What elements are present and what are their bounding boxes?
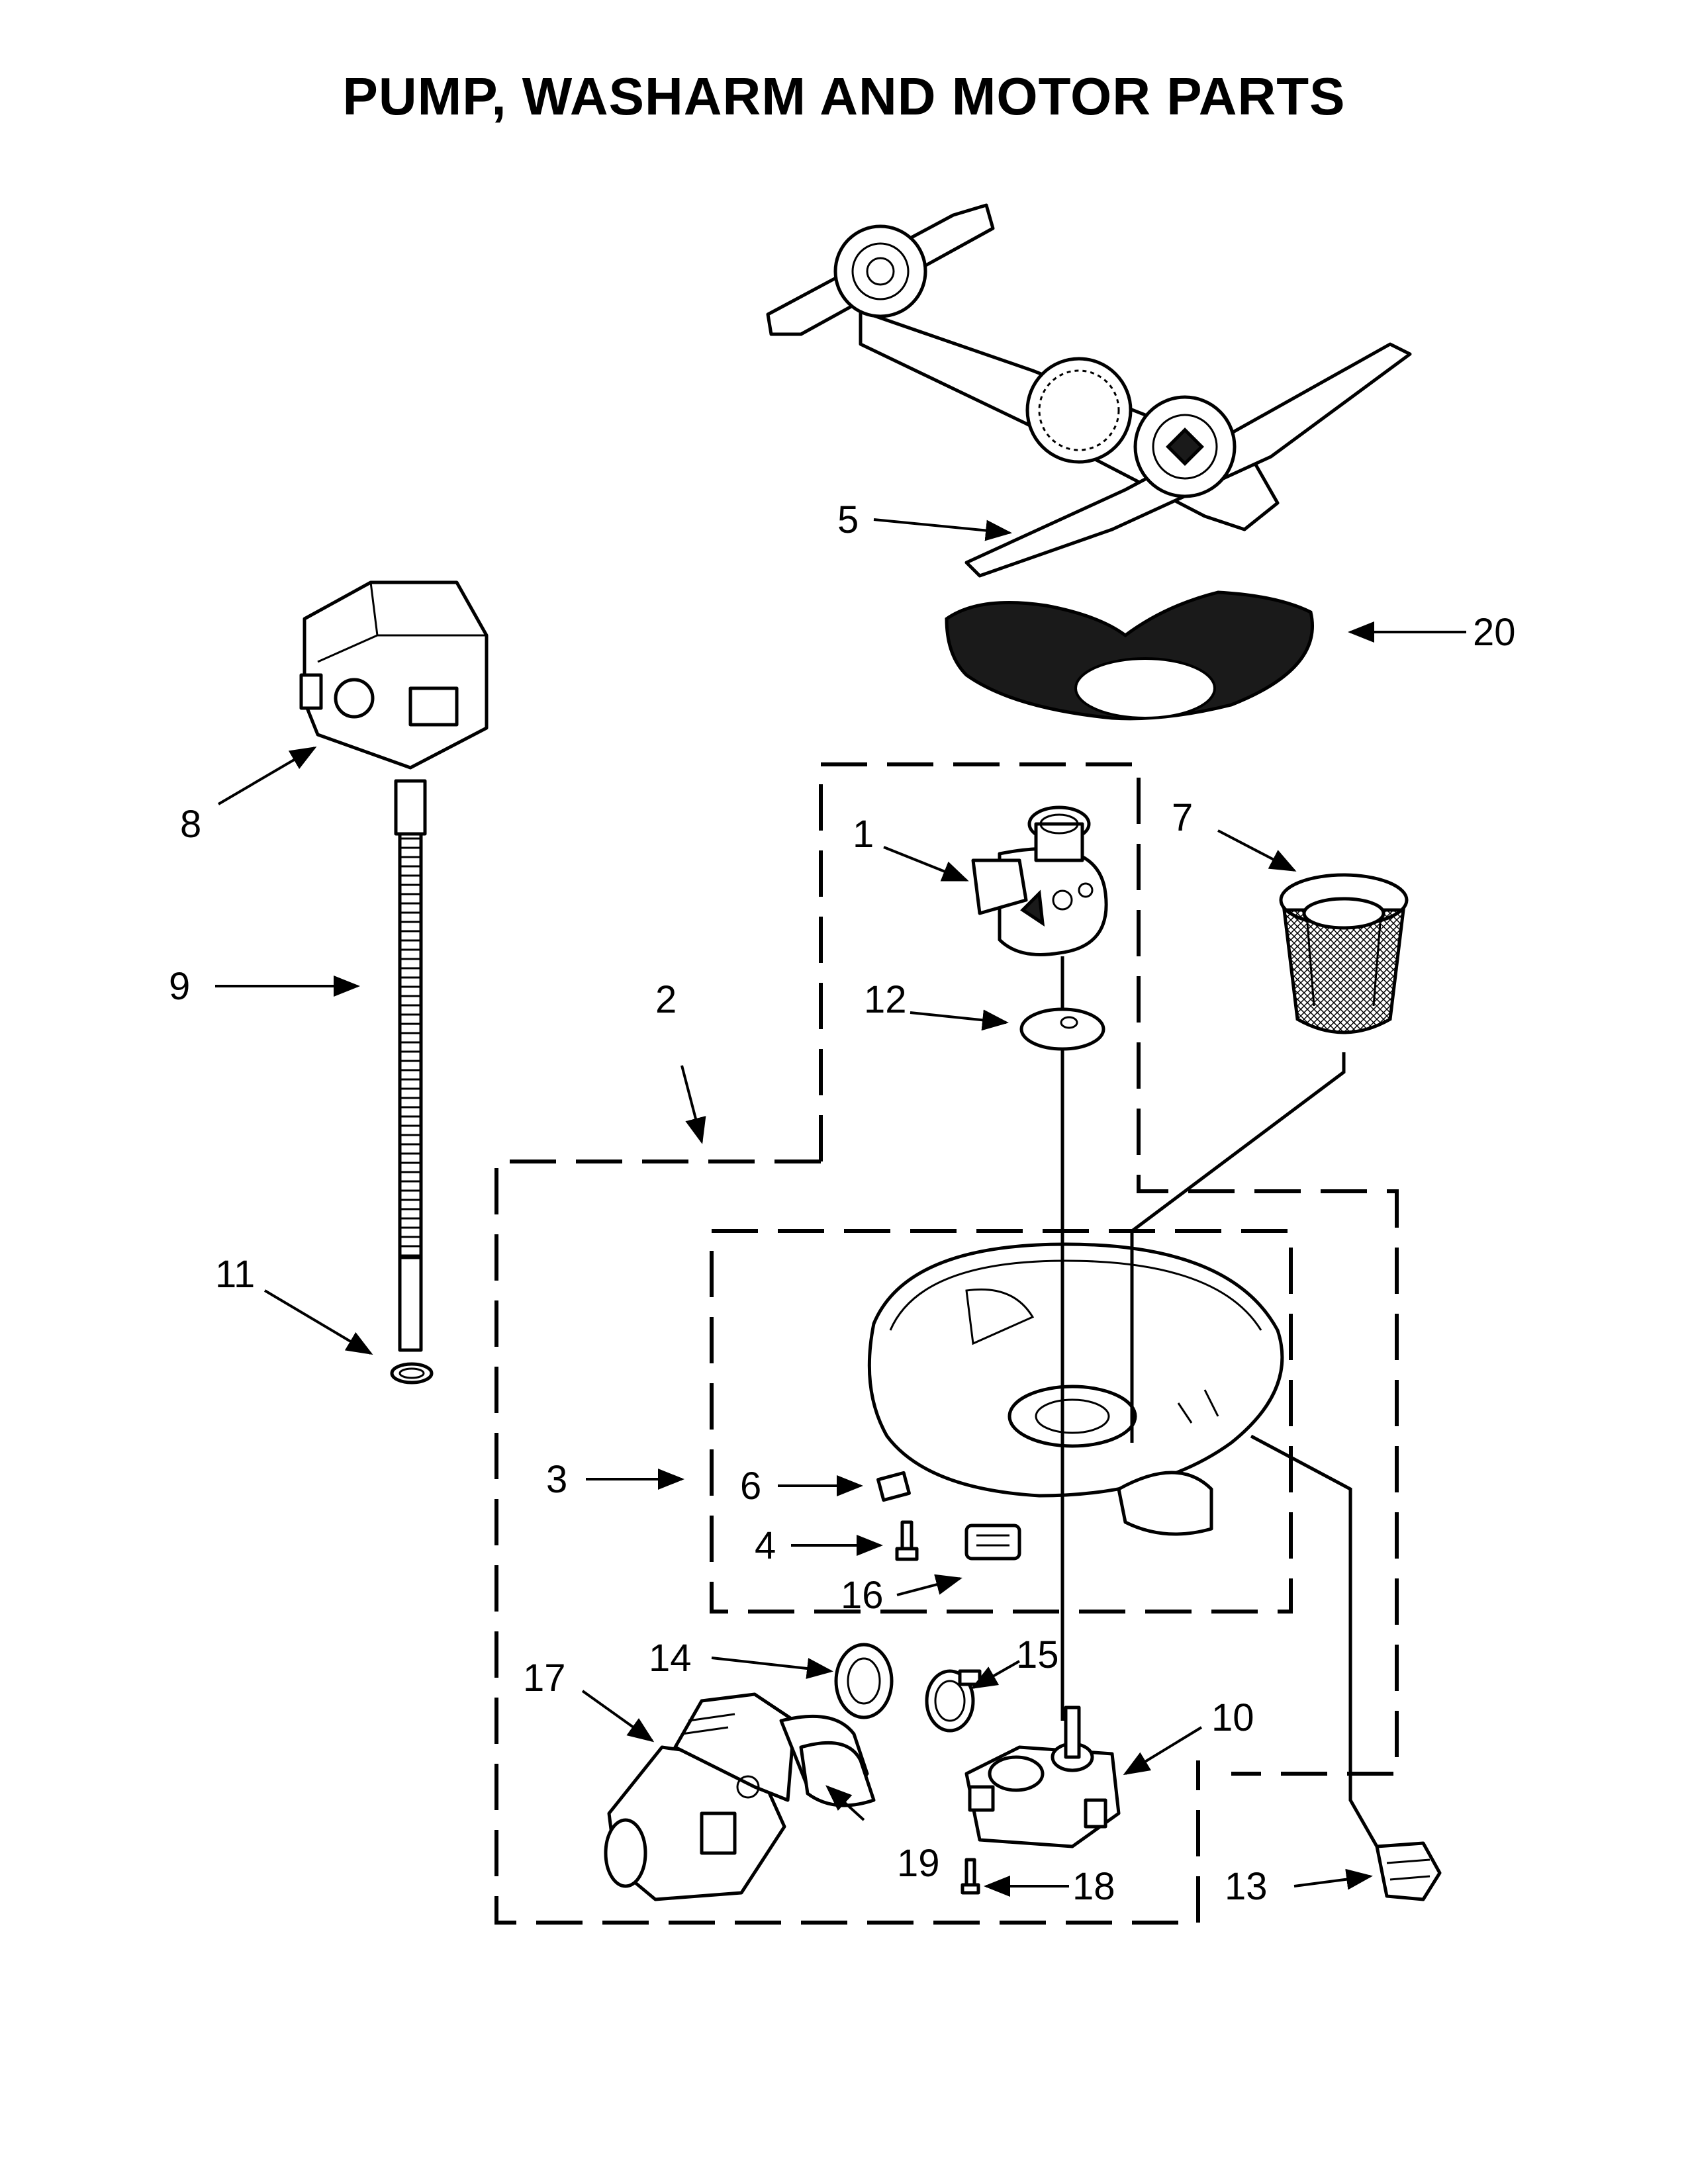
callout-13: 13 — [1225, 1865, 1268, 1908]
assembly-lines — [1060, 956, 1379, 1848]
upper-hub — [833, 224, 927, 318]
callout-18: 18 — [1072, 1865, 1115, 1908]
callout-16: 16 — [841, 1574, 884, 1617]
callout-3: 3 — [546, 1458, 567, 1501]
leader-lines — [215, 518, 1466, 1897]
screw — [895, 1520, 919, 1561]
callout-10: 10 — [1211, 1696, 1254, 1739]
boundary-pump-assembly-left — [494, 1160, 1200, 1925]
wash-arm-assembly — [766, 203, 1412, 578]
shield — [945, 590, 1314, 721]
callout-6: 6 — [740, 1465, 761, 1508]
callout-5: 5 — [837, 498, 859, 541]
callout-20: 20 — [1473, 611, 1516, 654]
callout-4: 4 — [755, 1524, 776, 1567]
gasket — [1019, 1007, 1105, 1051]
filter-screen — [1279, 873, 1409, 1034]
motor-screw — [961, 1858, 980, 1895]
callout-11: 11 — [215, 1253, 255, 1296]
wire-connector — [964, 1524, 1021, 1561]
boundary-pump-assembly-upper — [819, 762, 1399, 1776]
callout-labels: 5 20 8 9 11 1 12 7 2 3 6 4 16 14 15 17 1… — [169, 498, 1516, 1908]
drain-hose — [394, 779, 427, 1352]
diverter-motor — [964, 1706, 1121, 1848]
callout-8: 8 — [180, 803, 201, 846]
sensor — [1375, 1841, 1442, 1901]
clip — [876, 1471, 911, 1502]
diverter-housing — [971, 805, 1108, 956]
drain-pump — [299, 580, 489, 770]
hose-clamp — [390, 1362, 434, 1385]
callout-19: 19 — [897, 1842, 940, 1885]
boundary-sump-assembly — [710, 1229, 1293, 1614]
callout-15: 15 — [1016, 1633, 1059, 1676]
callout-14: 14 — [649, 1637, 692, 1680]
pump-hose — [799, 1741, 876, 1807]
callout-9: 9 — [169, 965, 190, 1008]
diagram-title: PUMP, WASHARM AND MOTOR PARTS — [342, 67, 1346, 126]
callout-12: 12 — [864, 978, 907, 1021]
assembly-boundaries — [494, 762, 1399, 1925]
callout-17: 17 — [523, 1657, 566, 1700]
callout-7: 7 — [1172, 796, 1193, 839]
sump — [867, 1242, 1284, 1536]
seal-ring — [834, 1643, 894, 1719]
drive-gear — [1025, 357, 1133, 464]
callout-1: 1 — [853, 813, 874, 856]
hose-clamp-pump — [925, 1669, 982, 1733]
callout-2: 2 — [655, 978, 677, 1021]
